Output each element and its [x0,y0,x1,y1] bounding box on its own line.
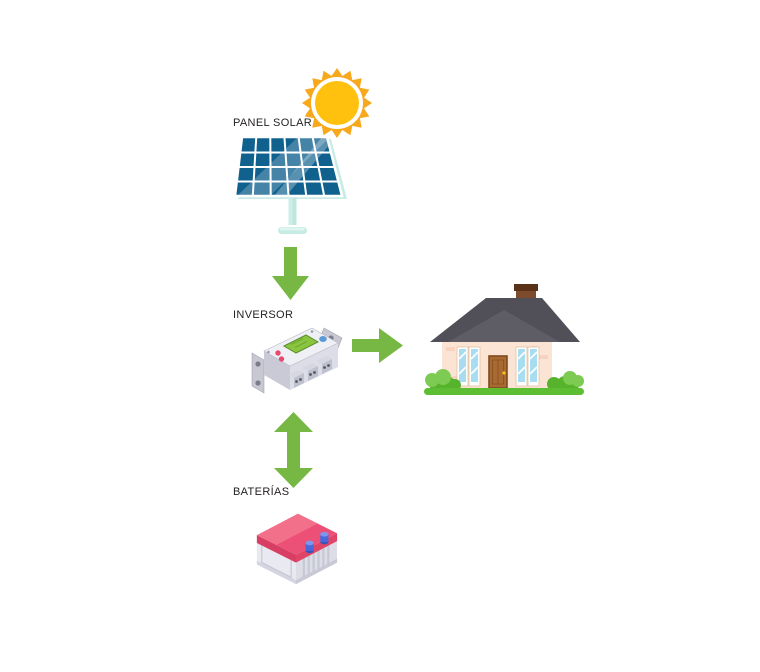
door-knob [502,371,506,375]
arrow-down-icon [272,247,309,300]
inverter-flange-left [251,352,265,394]
panel-grid [236,137,339,197]
label-baterias: BATERÍAS [233,486,290,498]
label-inversor: INVERSOR [233,309,294,321]
inverter-screen [282,334,320,354]
inverter-blue-button [319,336,327,342]
window [456,346,469,387]
inverter-red-button-1 [275,350,281,356]
window [515,346,528,387]
house-grass [424,388,584,395]
house-door [488,355,508,389]
inverter-red-button-2 [278,356,285,362]
inverter-side-left [264,351,290,390]
sun-disc [315,81,359,125]
sun-icon [302,68,372,138]
solar-panel-icon [233,135,347,234]
inverter-icon [251,327,343,394]
window [468,346,481,387]
label-panel-solar: PANEL SOLAR [233,117,313,129]
window [527,346,540,387]
battery-lid-highlight [256,513,318,545]
arrow-right-icon [352,328,403,363]
house-roof-gable [448,310,560,342]
house-windows [456,346,540,387]
battery-terminals [305,531,329,554]
inverter-terminals [288,356,332,388]
house-icon [424,284,584,395]
arrow-double-vertical-icon [274,412,313,488]
battery-icon [256,513,338,585]
battery-lid-edge-left [256,535,296,563]
